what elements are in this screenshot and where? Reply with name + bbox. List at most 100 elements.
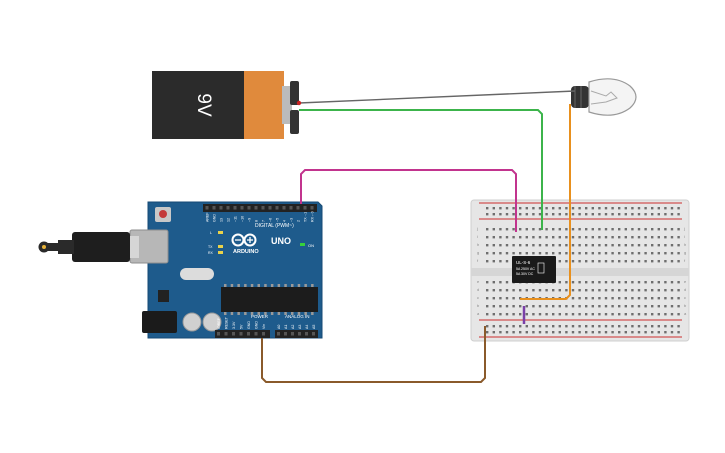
breadboard-hole[interactable] <box>512 289 515 292</box>
breadboard-hole[interactable] <box>631 305 634 308</box>
header-pin[interactable] <box>226 206 230 210</box>
breadboard-hole[interactable] <box>637 297 641 300</box>
breadboard-hole[interactable] <box>664 260 667 263</box>
breadboard-hole[interactable] <box>519 244 522 247</box>
breadboard-hole[interactable] <box>611 297 614 300</box>
breadboard-hole[interactable] <box>598 331 601 334</box>
breadboard-hole[interactable] <box>604 325 608 328</box>
breadboard-hole[interactable] <box>512 207 515 210</box>
breadboard-hole[interactable] <box>532 252 535 255</box>
header-pin[interactable] <box>240 206 244 210</box>
breadboard-hole[interactable] <box>486 260 489 263</box>
header-pin[interactable] <box>219 206 223 210</box>
breadboard-hole[interactable] <box>486 297 489 300</box>
breadboard-hole[interactable] <box>637 228 641 231</box>
breadboard-hole[interactable] <box>585 252 588 255</box>
breadboard-hole[interactable] <box>631 236 634 239</box>
breadboard-hole[interactable] <box>552 305 555 308</box>
breadboard-hole[interactable] <box>565 305 568 308</box>
breadboard-hole[interactable] <box>585 281 588 284</box>
wire-battery-negative-to-bulb[interactable] <box>298 90 576 104</box>
breadboard-hole[interactable] <box>512 297 515 300</box>
breadboard-hole[interactable] <box>637 244 641 247</box>
breadboard-hole[interactable] <box>565 260 568 263</box>
breadboard-hole[interactable] <box>657 325 660 328</box>
breadboard-hole[interactable] <box>598 244 601 247</box>
breadboard-hole[interactable] <box>611 244 614 247</box>
breadboard-hole[interactable] <box>545 252 548 255</box>
breadboard-hole[interactable] <box>525 325 528 328</box>
breadboard-hole[interactable] <box>657 207 660 210</box>
breadboard-hole[interactable] <box>664 305 667 308</box>
breadboard-hole[interactable] <box>631 281 634 284</box>
breadboard-hole[interactable] <box>486 331 489 334</box>
battery-9v[interactable]: 9V <box>152 71 299 139</box>
breadboard-hole[interactable] <box>492 305 495 308</box>
breadboard-hole[interactable] <box>598 305 601 308</box>
wires[interactable] <box>261 90 576 383</box>
breadboard-hole[interactable] <box>604 244 608 247</box>
breadboard-hole[interactable] <box>565 331 568 334</box>
breadboard-hole[interactable] <box>532 207 535 210</box>
breadboard-hole[interactable] <box>532 228 535 231</box>
breadboard-hole[interactable] <box>578 213 581 216</box>
breadboard-hole[interactable] <box>505 281 509 284</box>
breadboard-hole[interactable] <box>651 331 654 334</box>
breadboard-hole[interactable] <box>631 289 634 292</box>
breadboard-hole[interactable] <box>552 289 555 292</box>
breadboard-hole[interactable] <box>571 207 575 210</box>
breadboard-hole[interactable] <box>604 207 608 210</box>
breadboard-hole[interactable] <box>618 297 621 300</box>
breadboard-hole[interactable] <box>571 252 575 255</box>
breadboard-hole[interactable] <box>631 260 634 263</box>
breadboard-hole[interactable] <box>525 331 528 334</box>
breadboard-hole[interactable] <box>538 228 542 231</box>
breadboard-hole[interactable] <box>644 236 647 239</box>
breadboard-hole[interactable] <box>631 313 634 316</box>
breadboard-hole[interactable] <box>604 236 608 239</box>
breadboard-hole[interactable] <box>519 252 522 255</box>
breadboard-hole[interactable] <box>578 325 581 328</box>
breadboard-hole[interactable] <box>492 281 495 284</box>
breadboard-hole[interactable] <box>598 236 601 239</box>
breadboard-hole[interactable] <box>644 228 647 231</box>
breadboard-hole[interactable] <box>651 236 654 239</box>
breadboard-hole[interactable] <box>670 305 674 308</box>
breadboard-hole[interactable] <box>631 213 634 216</box>
breadboard-hole[interactable] <box>657 213 660 216</box>
breadboard-hole[interactable] <box>486 244 489 247</box>
breadboard-hole[interactable] <box>664 213 667 216</box>
breadboard-hole[interactable] <box>505 325 509 328</box>
breadboard-hole[interactable] <box>585 260 588 263</box>
breadboard-hole[interactable] <box>499 331 502 334</box>
breadboard-hole[interactable] <box>598 228 601 231</box>
breadboard-hole[interactable] <box>637 325 641 328</box>
header-pin[interactable] <box>254 332 258 336</box>
breadboard-hole[interactable] <box>598 297 601 300</box>
breadboard-hole[interactable] <box>545 313 548 316</box>
breadboard-hole[interactable] <box>525 228 528 231</box>
breadboard-hole[interactable] <box>505 244 509 247</box>
breadboard-hole[interactable] <box>604 289 608 292</box>
breadboard-hole[interactable] <box>571 244 575 247</box>
breadboard-hole[interactable] <box>644 281 647 284</box>
breadboard-hole[interactable] <box>532 305 535 308</box>
wire-brown[interactable] <box>261 326 486 383</box>
battery-terminal-negative[interactable] <box>290 81 299 105</box>
breadboard-hole[interactable] <box>578 228 581 231</box>
breadboard-hole[interactable] <box>552 236 555 239</box>
breadboard-hole[interactable] <box>618 313 621 316</box>
breadboard-hole[interactable] <box>525 252 528 255</box>
breadboard-hole[interactable] <box>670 281 674 284</box>
breadboard-hole[interactable] <box>532 289 535 292</box>
breadboard-hole[interactable] <box>598 281 601 284</box>
breadboard-hole[interactable] <box>624 213 627 216</box>
breadboard-hole[interactable] <box>585 305 588 308</box>
header-pin[interactable] <box>298 332 301 336</box>
breadboard-hole[interactable] <box>519 313 522 316</box>
breadboard-hole[interactable] <box>571 297 575 300</box>
breadboard-hole[interactable] <box>664 289 667 292</box>
breadboard-hole[interactable] <box>591 313 594 316</box>
